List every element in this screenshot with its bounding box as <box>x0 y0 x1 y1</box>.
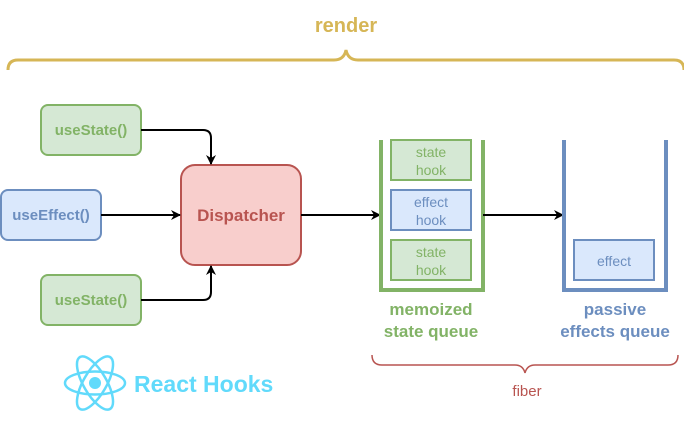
use-state-bottom-label: useState() <box>55 292 128 309</box>
fiber-label: fiber <box>512 383 541 400</box>
state-queue-item-effect-hook: effect hook <box>390 189 472 231</box>
render-label: render <box>315 15 377 37</box>
react-logo-icon <box>63 355 127 411</box>
state-queue-item-state-hook-1: state hook <box>390 139 472 181</box>
use-state-bottom-box: useState() <box>40 274 142 326</box>
state-hook-2-line2: hook <box>416 262 447 278</box>
dispatcher-label: Dispatcher <box>197 206 285 225</box>
use-effect-label: useEffect() <box>12 207 90 224</box>
state-hook-1-line1: state <box>416 144 447 160</box>
use-effect-box: useEffect() <box>0 189 102 241</box>
state-hook-1-line2: hook <box>416 162 447 178</box>
effects-queue-caption-line2: effects queue <box>560 322 670 341</box>
state-queue-caption-line2: state queue <box>384 322 478 341</box>
effects-queue-item-label: effect <box>597 253 631 269</box>
state-queue-item-state-hook-2: state hook <box>390 239 472 281</box>
render-brace <box>6 49 684 71</box>
state-queue-caption-line1: memoized <box>389 300 472 319</box>
use-state-top-box: useState() <box>40 104 142 156</box>
effects-queue-caption-line1: passive <box>584 300 646 319</box>
state-hook-2-line1: state <box>416 244 447 260</box>
dispatcher-box: Dispatcher <box>180 164 302 266</box>
fiber-brace <box>371 354 679 374</box>
effect-hook-line1: effect <box>414 194 448 210</box>
arrow-use-state-top-to-dispatcher <box>141 129 216 165</box>
arrow-use-state-bottom-to-dispatcher <box>141 265 216 301</box>
effects-queue-container <box>562 140 668 292</box>
effect-hook-line2: hook <box>416 212 447 228</box>
use-state-top-label: useState() <box>55 122 128 139</box>
effects-queue-item-effect: effect <box>573 239 655 281</box>
react-hooks-logo-text: React Hooks <box>134 371 273 397</box>
